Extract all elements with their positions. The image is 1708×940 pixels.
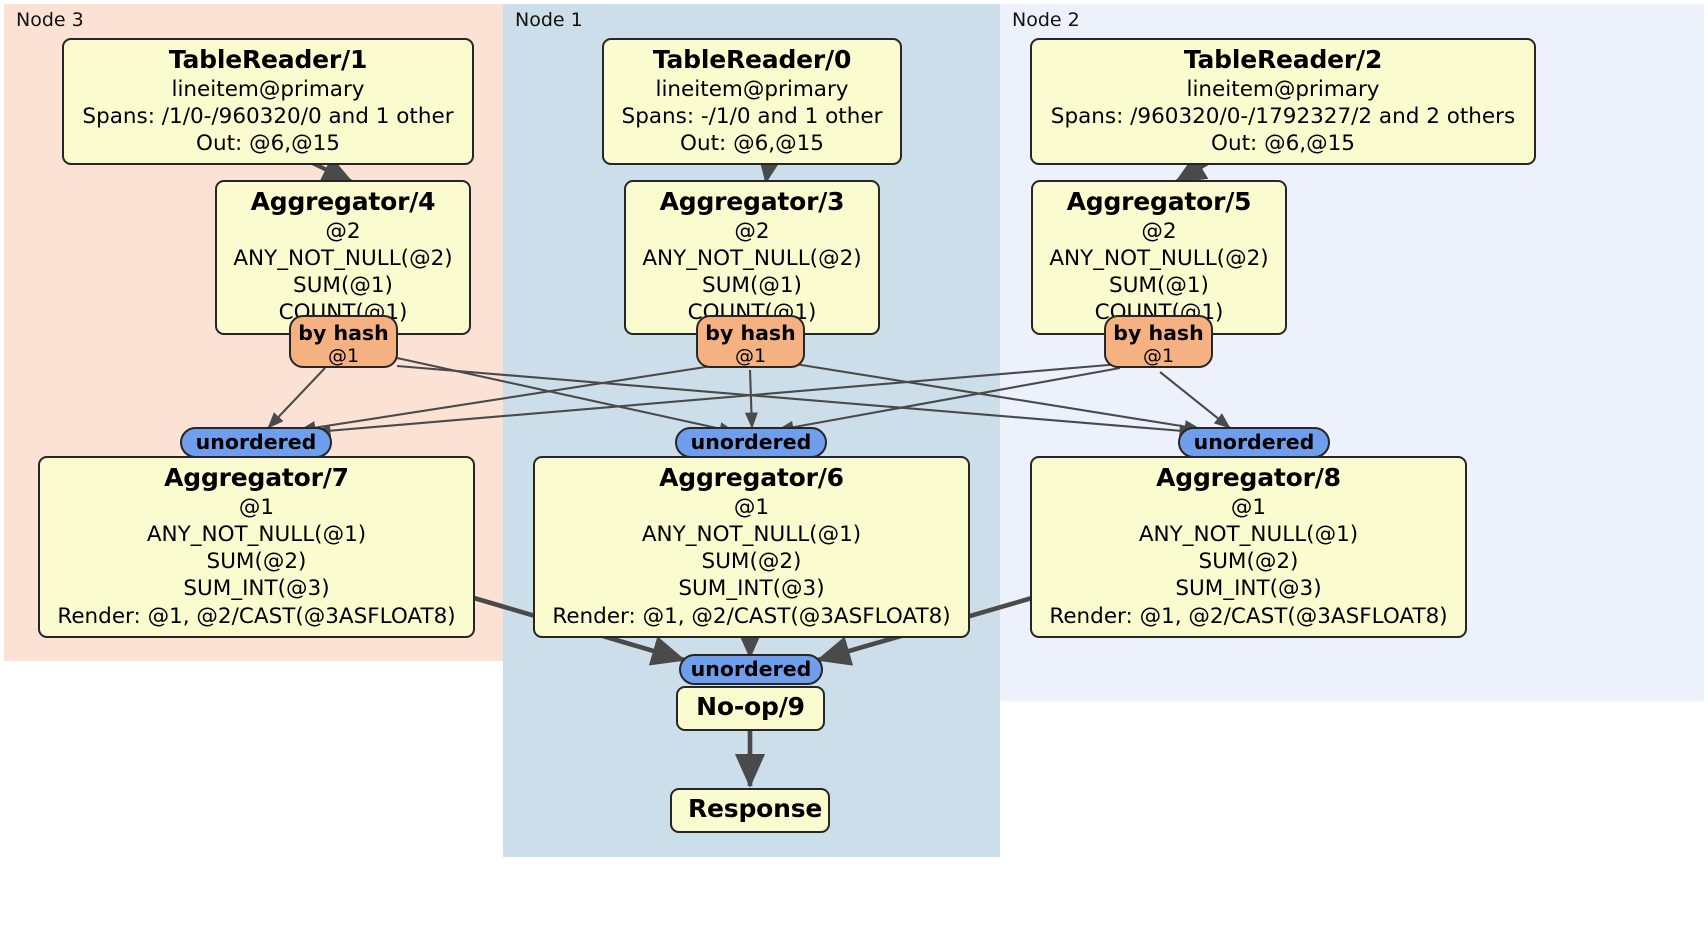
processor-line: lineitem@primary bbox=[655, 76, 849, 102]
synchronizer-unordered-right[interactable]: unordered bbox=[1178, 427, 1330, 458]
processor-aggregator-5[interactable]: Aggregator/5 @2 ANY_NOT_NULL(@2) SUM(@1)… bbox=[1031, 180, 1287, 335]
node-panel-label: Node 3 bbox=[16, 9, 84, 31]
processor-response[interactable]: Response bbox=[670, 788, 830, 833]
node-panel-label: Node 2 bbox=[1012, 9, 1080, 31]
processor-line: SUM(@2) bbox=[701, 549, 802, 575]
processor-line: Out: @6,@15 bbox=[680, 131, 824, 157]
processor-aggregator-7[interactable]: Aggregator/7 @1 ANY_NOT_NULL(@1) SUM(@2)… bbox=[38, 456, 475, 638]
node-panel-label: Node 1 bbox=[515, 9, 583, 31]
processor-line: SUM(@1) bbox=[702, 273, 802, 299]
processor-line: @1 bbox=[238, 494, 275, 520]
processor-line: Spans: /1/0-/960320/0 and 1 other bbox=[82, 103, 454, 129]
processor-aggregator-6[interactable]: Aggregator/6 @1 ANY_NOT_NULL(@1) SUM(@2)… bbox=[533, 456, 970, 638]
processor-line: SUM(@1) bbox=[293, 273, 393, 299]
router-by-hash-right[interactable]: by hash @1 bbox=[1104, 315, 1213, 368]
synchronizer-unordered-center[interactable]: unordered bbox=[675, 427, 827, 458]
synchronizer-label: unordered bbox=[195, 430, 317, 455]
processor-title: Aggregator/6 bbox=[659, 463, 844, 492]
processor-line: SUM(@2) bbox=[1198, 549, 1299, 575]
processor-line: SUM(@1) bbox=[1109, 273, 1209, 299]
router-by-hash-center[interactable]: by hash @1 bbox=[696, 315, 805, 368]
processor-line: ANY_NOT_NULL(@2) bbox=[233, 245, 453, 271]
synchronizer-label: unordered bbox=[1193, 430, 1315, 455]
synchronizer-unordered-final[interactable]: unordered bbox=[679, 654, 823, 685]
synchronizer-unordered-left[interactable]: unordered bbox=[180, 427, 332, 458]
processor-line: Spans: /960320/0-/1792327/2 and 2 others bbox=[1050, 103, 1516, 129]
processor-no-op-9[interactable]: No-op/9 bbox=[676, 686, 825, 731]
processor-line: ANY_NOT_NULL(@2) bbox=[1049, 245, 1269, 271]
router-line-2: @1 bbox=[1142, 345, 1175, 368]
processor-aggregator-3[interactable]: Aggregator/3 @2 ANY_NOT_NULL(@2) SUM(@1)… bbox=[624, 180, 880, 335]
synchronizer-label: unordered bbox=[690, 657, 812, 682]
router-line-2: @1 bbox=[327, 345, 360, 368]
processor-aggregator-8[interactable]: Aggregator/8 @1 ANY_NOT_NULL(@1) SUM(@2)… bbox=[1030, 456, 1467, 638]
processor-line: ANY_NOT_NULL(@2) bbox=[642, 245, 862, 271]
processor-line: ANY_NOT_NULL(@1) bbox=[1138, 521, 1359, 547]
processor-line: SUM_INT(@3) bbox=[183, 576, 330, 602]
processor-table-reader-2[interactable]: TableReader/2 lineitem@primary Spans: /9… bbox=[1030, 38, 1536, 166]
processor-title: Aggregator/8 bbox=[1156, 463, 1341, 492]
processor-line: Out: @6,@15 bbox=[1211, 131, 1355, 157]
router-line-1: by hash bbox=[1113, 321, 1204, 345]
processor-line: Render: @1, @2/CAST(@3ASFLOAT8) bbox=[1049, 603, 1448, 629]
processor-line: @1 bbox=[1230, 494, 1267, 520]
processor-line: @2 bbox=[734, 218, 770, 244]
processor-line: lineitem@primary bbox=[1186, 76, 1380, 102]
processor-title: TableReader/2 bbox=[1183, 45, 1383, 74]
router-line-1: by hash bbox=[705, 321, 796, 345]
processor-line: Out: @6,@15 bbox=[196, 131, 340, 157]
processor-line: Spans: -/1/0 and 1 other bbox=[621, 103, 883, 129]
processor-line: SUM(@2) bbox=[206, 549, 307, 575]
router-line-1: by hash bbox=[298, 321, 389, 345]
processor-line: SUM_INT(@3) bbox=[678, 576, 825, 602]
processor-title: TableReader/1 bbox=[168, 45, 368, 74]
processor-line: @1 bbox=[733, 494, 770, 520]
processor-aggregator-4[interactable]: Aggregator/4 @2 ANY_NOT_NULL(@2) SUM(@1)… bbox=[215, 180, 471, 335]
processor-line: Render: @1, @2/CAST(@3ASFLOAT8) bbox=[552, 603, 951, 629]
processor-title: Response bbox=[688, 794, 823, 823]
processor-line: Render: @1, @2/CAST(@3ASFLOAT8) bbox=[57, 603, 456, 629]
processor-title: No-op/9 bbox=[696, 692, 805, 721]
processor-title: Aggregator/5 bbox=[1066, 187, 1252, 216]
processor-title: Aggregator/4 bbox=[250, 187, 436, 216]
processor-line: ANY_NOT_NULL(@1) bbox=[641, 521, 862, 547]
processor-line: @2 bbox=[1141, 218, 1177, 244]
router-by-hash-left[interactable]: by hash @1 bbox=[289, 315, 398, 368]
processor-table-reader-0[interactable]: TableReader/0 lineitem@primary Spans: -/… bbox=[602, 38, 902, 166]
router-line-2: @1 bbox=[734, 345, 767, 368]
synchronizer-label: unordered bbox=[690, 430, 812, 455]
processor-line: @2 bbox=[325, 218, 361, 244]
processor-title: Aggregator/3 bbox=[659, 187, 845, 216]
processor-title: TableReader/0 bbox=[652, 45, 852, 74]
processor-table-reader-1[interactable]: TableReader/1 lineitem@primary Spans: /1… bbox=[62, 38, 474, 166]
processor-line: lineitem@primary bbox=[171, 76, 365, 102]
processor-line: SUM_INT(@3) bbox=[1175, 576, 1322, 602]
processor-title: Aggregator/7 bbox=[164, 463, 349, 492]
processor-line: ANY_NOT_NULL(@1) bbox=[146, 521, 367, 547]
